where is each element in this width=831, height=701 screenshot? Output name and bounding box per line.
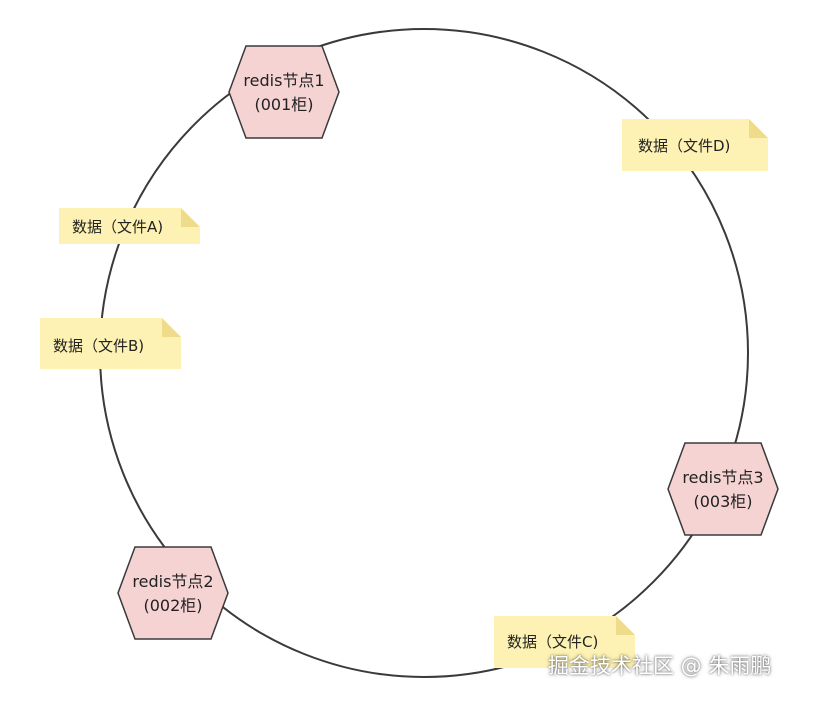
data-note-a: 数据（文件A) [59,208,200,244]
data-note-d: 数据（文件D) [622,119,768,171]
note-body [494,616,635,668]
data-note-c: 数据（文件C) [494,616,635,668]
node-name-label: redis节点2 [132,572,213,591]
node-name-label: redis节点3 [682,468,763,487]
node-hexagon [117,546,229,640]
node-rack-label: (001柜) [254,95,313,114]
redis-node-2: redis节点2 (002柜) [117,546,229,640]
node-hexagon [667,442,779,536]
node-name-label: redis节点1 [243,71,324,90]
redis-node-1: redis节点1 (001柜) [228,45,340,139]
note-body [40,318,181,369]
watermark: 掘金技术社区 @ 朱雨鹏 [548,654,772,678]
note-fold [162,318,181,337]
node-hexagon [228,45,340,139]
note-body [622,119,768,171]
note-label: 数据（文件A) [72,218,163,236]
data-note-b: 数据（文件B) [40,318,181,369]
note-body [59,208,200,244]
note-fold [749,119,768,138]
node-rack-label: (003柜) [693,492,752,511]
note-label: 数据（文件D) [638,137,730,155]
note-label: 数据（文件B) [53,337,144,355]
note-label: 数据（文件C) [507,633,598,651]
note-fold [616,616,635,635]
note-fold [181,208,200,227]
node-rack-label: (002柜) [143,596,202,615]
redis-node-3: redis节点3 (003柜) [667,442,779,536]
